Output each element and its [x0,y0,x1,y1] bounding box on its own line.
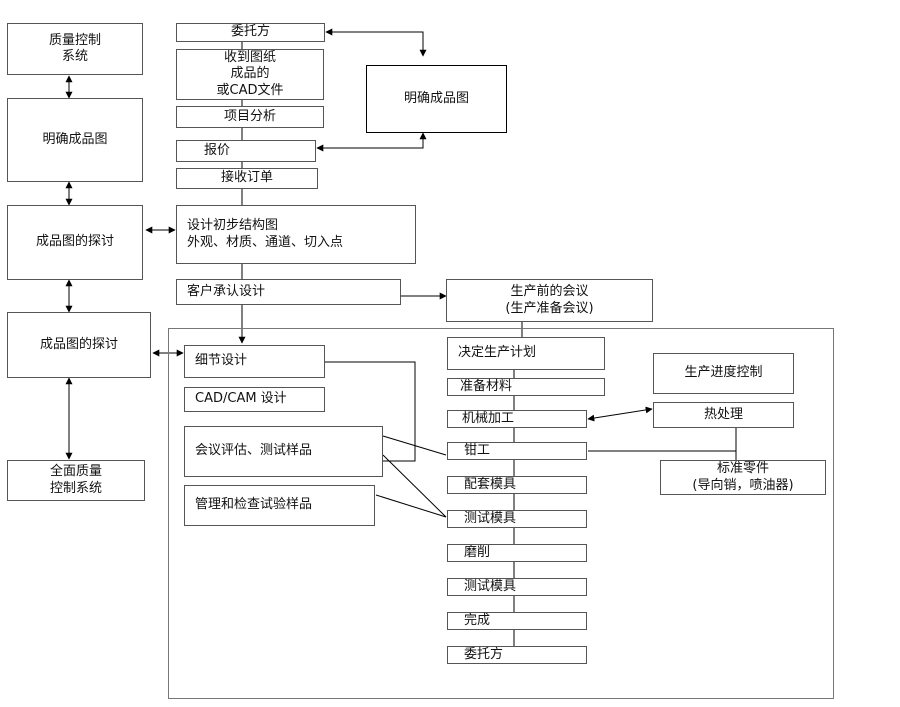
clear-drawing-right-label: 明确成品图 [403,90,469,106]
progress-control-label: 生产进度控制 [684,365,763,381]
chain-step-fitter: 钳工 [447,442,587,460]
chain-step-complete: 完成 [447,612,587,630]
chain-step-grinding-label: 磨削 [464,544,491,560]
quote-label: 报价 [204,142,231,158]
receive-docs-node: 收到图纸 成品的 或CAD文件 [176,49,324,100]
chain-step-machining-label: 机械加工 [462,410,515,426]
full-qc-line2: 控制系统 [49,480,102,496]
quote-node: 报价 [176,140,316,162]
client-approval-node: 客户承认设计 [176,279,401,305]
standard-parts-line1: 标准零件 [716,461,769,477]
preliminary-design-line1: 设计初步结构图 [187,218,279,234]
chain-step-materials-label: 准备材料 [460,378,513,394]
preliminary-design-line2: 外观、材质、通道、切入点 [187,234,344,250]
chain-step-test-mold-1: 测试模具 [447,510,587,528]
heat-treatment-node: 热处理 [653,402,794,428]
pre-production-line1: 生产前的会议 [510,284,589,300]
client-label: 委托方 [230,24,270,40]
chain-step-plan: 决定生产计划 [447,337,605,370]
chain-step-grinding: 磨削 [447,544,587,562]
review-test-label: 会议评估、测试样品 [195,443,313,459]
qc-system-line1: 质量控制 [48,32,101,48]
chain-step-test-mold-2: 测试模具 [447,578,587,596]
chain-step-fitter-label: 钳工 [464,442,491,458]
arrow-client-to-clear [325,28,427,57]
heat-treatment-label: 热处理 [703,406,743,422]
clear-drawing-left-label: 明确成品图 [42,131,108,147]
standard-parts-node: 标准零件 (导向销，喷油器) [660,460,826,495]
chain-step-client-label: 委托方 [464,646,504,662]
chain-step-machining: 机械加工 [447,410,587,428]
chain-step-matching-mold: 配套模具 [447,476,587,494]
client-approval-label: 客户承认设计 [187,283,266,299]
review-test-node: 会议评估、测试样品 [184,426,383,477]
pre-production-line2: (生产准备会议) [505,300,594,316]
discuss-node-1: 成品图的探讨 [7,205,143,280]
receive-docs-line3: 或CAD文件 [216,82,284,98]
preliminary-design-node: 设计初步结构图 外观、材质、通道、切入点 [176,205,416,264]
discuss-2-label: 成品图的探讨 [39,336,118,352]
qc-system-node: 质量控制 系统 [7,23,143,75]
accept-order-label: 接收订单 [220,170,273,186]
cad-cam-node: CAD/CAM 设计 [184,387,325,412]
project-analysis-label: 项目分析 [223,108,276,124]
qc-system-line2: 系统 [61,49,88,64]
cad-cam-label: CAD/CAM 设计 [195,391,287,407]
client-node: 委托方 [176,23,325,42]
arrow-machining-to-heat [587,406,653,422]
accept-order-node: 接收订单 [176,168,318,189]
chain-step-test-mold-1-label: 测试模具 [464,510,517,526]
chain-step-materials: 准备材料 [447,378,605,396]
discuss-1-label: 成品图的探讨 [35,234,114,250]
arrow-quote-to-clear [316,132,427,152]
detail-design-label: 细节设计 [195,353,248,369]
receive-docs-line2: 成品的 [230,66,270,82]
chain-step-test-mold-2-label: 测试模具 [464,578,517,594]
chain-step-client: 委托方 [447,646,587,664]
project-analysis-node: 项目分析 [176,106,324,128]
production-frame [168,328,834,699]
full-qc-node: 全面质量 控制系统 [7,460,145,501]
chain-step-plan-label: 决定生产计划 [458,345,537,361]
chain-step-complete-label: 完成 [464,612,491,628]
manage-inspect-node: 管理和检查试验样品 [184,485,375,526]
clear-drawing-right-node: 明确成品图 [366,65,507,133]
pre-production-meeting-node: 生产前的会议 (生产准备会议) [446,279,653,322]
progress-control-node: 生产进度控制 [653,353,794,394]
discuss-node-2: 成品图的探讨 [7,312,151,378]
chain-step-matching-mold-label: 配套模具 [464,476,517,492]
clear-drawing-left-node: 明确成品图 [7,98,143,182]
detail-design-node: 细节设计 [184,345,325,378]
manage-inspect-label: 管理和检查试验样品 [195,497,313,513]
full-qc-line1: 全面质量 [49,464,102,480]
standard-parts-line2: (导向销，喷油器) [692,477,794,493]
receive-docs-line1: 收到图纸 [223,50,276,66]
